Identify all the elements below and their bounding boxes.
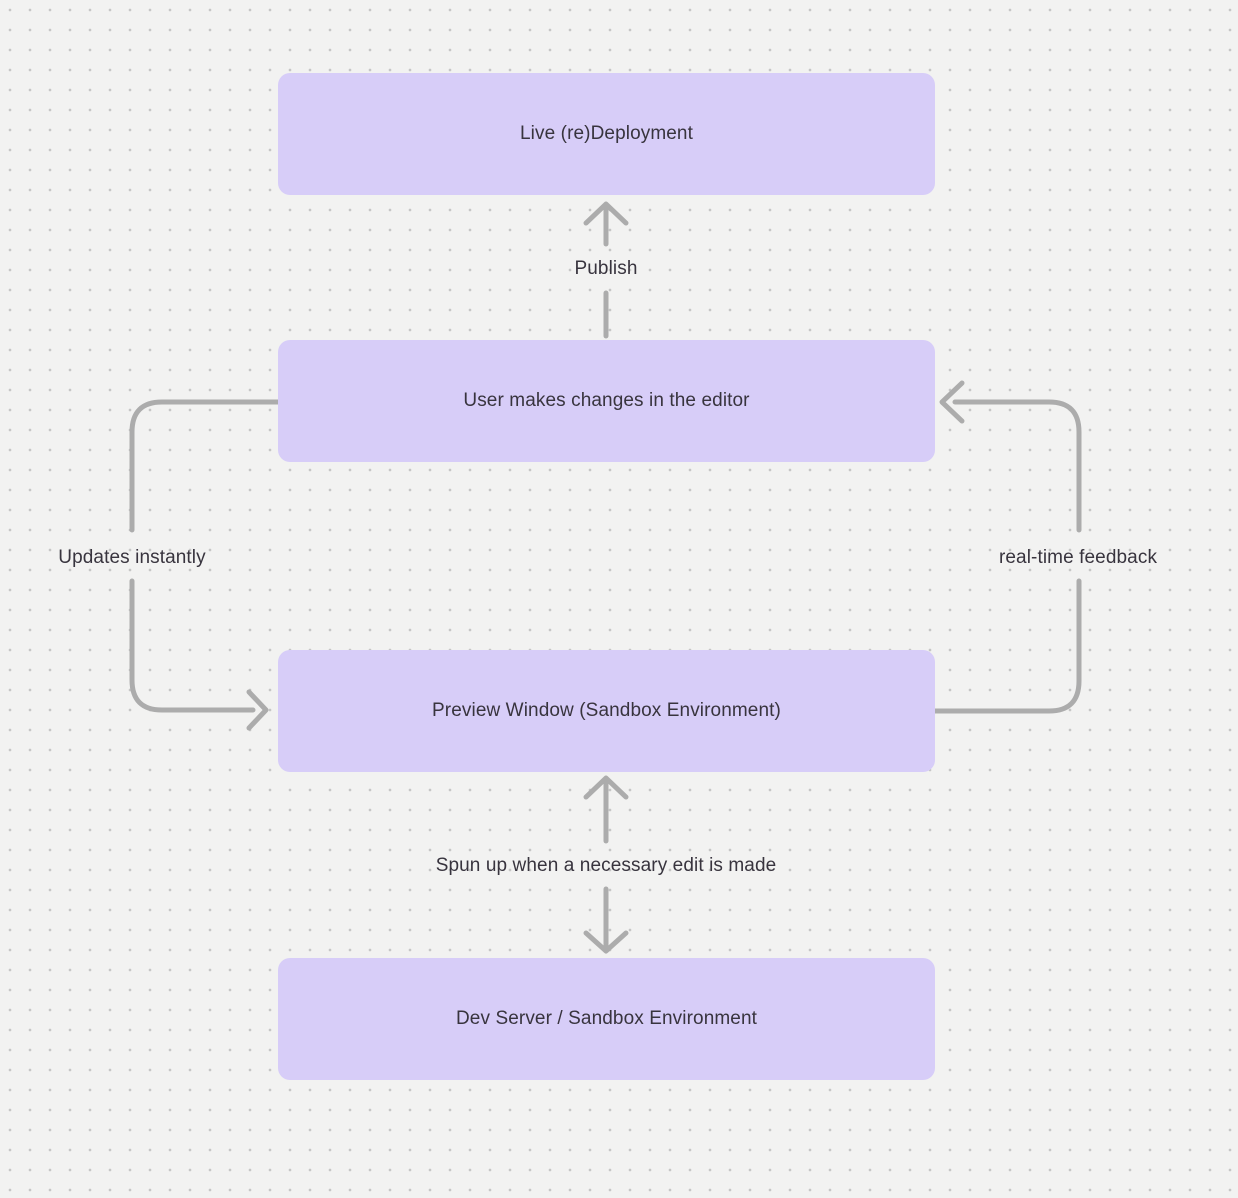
- publish-edge-label: Publish: [574, 258, 638, 279]
- spun-up-edge-label: Spun up when a necessary edit is made: [435, 855, 777, 876]
- node-live-redeployment: Live (re)Deployment: [278, 73, 935, 195]
- node-live-redeployment-label: Live (re)Deployment: [520, 123, 693, 144]
- updates-instantly-edge-label: Updates instantly: [58, 547, 206, 568]
- node-dev-server-label: Dev Server / Sandbox Environment: [455, 1008, 757, 1029]
- node-dev-server: Dev Server / Sandbox Environment: [278, 958, 935, 1080]
- node-preview-window: Preview Window (Sandbox Environment): [278, 650, 935, 772]
- node-user-editor-label: User makes changes in the editor: [463, 390, 750, 411]
- node-preview-window-label: Preview Window (Sandbox Environment): [432, 700, 781, 721]
- node-user-editor: User makes changes in the editor: [278, 340, 935, 462]
- realtime-feedback-edge-label: real-time feedback: [998, 547, 1158, 568]
